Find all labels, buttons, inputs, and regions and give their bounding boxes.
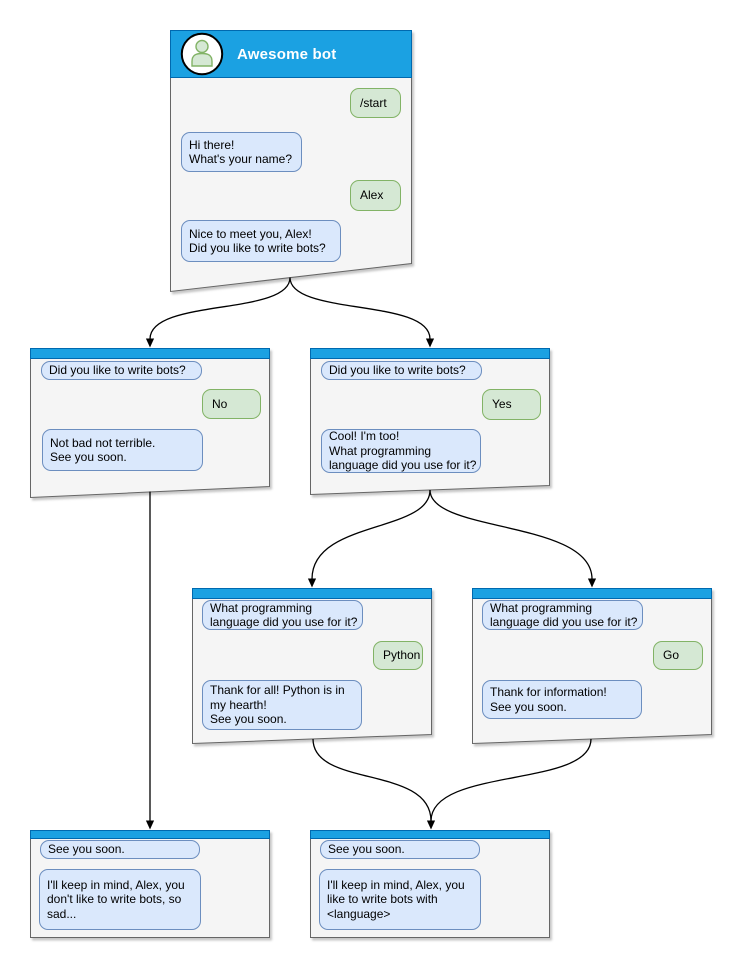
window-titlebar: Awesome bot: [170, 30, 412, 78]
bot-message-bubble: What programming language did you use fo…: [202, 600, 363, 630]
arrowhead-to-python: [307, 578, 317, 588]
window-titlebar: [310, 348, 550, 359]
bot-message-bubble: Cool! I'm too! What programming language…: [321, 429, 481, 473]
person-icon: [191, 39, 213, 67]
window-title: Awesome bot: [237, 45, 337, 63]
bot-message-bubble: Did you like to write bots?: [41, 361, 202, 380]
arrowhead-to-no: [145, 338, 155, 348]
chat-window-branch-yes: Did you like to write bots? Yes Cool! I'…: [310, 348, 550, 494]
bot-message-bubble: Thank for information! See you soon.: [482, 680, 642, 719]
window-titlebar: [30, 348, 270, 359]
user-message-bubble: Alex: [350, 180, 401, 211]
bot-message-bubble: I'll keep in mind, Alex, you don't like …: [39, 869, 201, 930]
chat-window-end-language: See you soon. I'll keep in mind, Alex, y…: [310, 830, 550, 937]
edge-go-to-end: [430, 738, 592, 822]
bot-message-bubble: Not bad not terrible. See you soon.: [42, 429, 203, 471]
chat-window-branch-no: Did you like to write bots? No Not bad n…: [30, 348, 270, 497]
edge-root-to-no: [149, 277, 291, 340]
edge-yes-to-python: [311, 489, 431, 580]
bot-message-bubble: See you soon.: [40, 840, 200, 859]
user-message-bubble: Go: [653, 641, 703, 670]
bot-message-bubble: Hi there! What's your name?: [181, 132, 302, 172]
bot-avatar-icon: [180, 32, 224, 76]
edge-root-to-yes: [289, 277, 431, 340]
arrowhead-to-end-no: [145, 820, 155, 830]
bot-message-bubble: Nice to meet you, Alex! Did you like to …: [181, 220, 341, 262]
edge-python-to-end: [312, 738, 432, 822]
user-message-bubble: /start: [350, 88, 401, 118]
arrowhead-to-end-language: [426, 820, 436, 830]
bot-message-bubble: I'll keep in mind, Alex, you like to wri…: [319, 869, 481, 930]
bot-message-bubble: See you soon.: [320, 840, 480, 859]
chat-window-branch-python: What programming language did you use fo…: [192, 588, 432, 743]
bot-message-bubble: Did you like to write bots?: [321, 361, 482, 380]
arrowhead-to-go: [587, 578, 597, 588]
chat-window-awesome-bot: Awesome bot /start Hi there! What's your…: [170, 30, 412, 291]
user-message-bubble: No: [202, 389, 261, 419]
edge-yes-to-go: [429, 489, 593, 580]
arrowhead-to-yes: [425, 338, 435, 348]
user-message-bubble: Yes: [482, 389, 541, 420]
window-titlebar: [310, 830, 550, 839]
chat-window-end-no: See you soon. I'll keep in mind, Alex, y…: [30, 830, 270, 937]
bot-message-bubble: What programming language did you use fo…: [482, 600, 643, 630]
chat-window-branch-go: What programming language did you use fo…: [472, 588, 712, 743]
window-titlebar: [30, 830, 270, 839]
window-titlebar: [192, 588, 432, 599]
user-message-bubble: Python: [373, 641, 423, 670]
bot-message-bubble: Thank for all! Python is in my hearth! S…: [202, 680, 362, 730]
window-titlebar: [472, 588, 712, 599]
